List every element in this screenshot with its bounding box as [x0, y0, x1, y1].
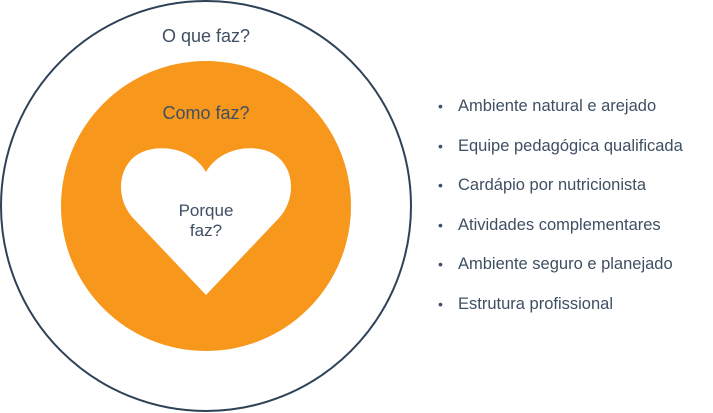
heart-label-line-2: faz?: [189, 221, 223, 240]
bullet-icon: •: [438, 98, 443, 114]
feature-text: Equipe pedagógica qualificada: [458, 136, 683, 155]
list-item: • Equipe pedagógica qualificada: [438, 134, 683, 174]
feature-text: Cardápio por nutricionista: [458, 176, 647, 194]
list-item: • Atividades complementares: [438, 213, 683, 253]
bullet-icon: •: [438, 137, 443, 154]
feature-list: • Ambiente natural e arejado • Equipe pe…: [438, 94, 683, 331]
outer-circle-label: O que faz?: [161, 26, 251, 46]
list-item: • Ambiente seguro e planejado: [438, 252, 683, 292]
feature-text: Ambiente natural e arejado: [458, 97, 657, 115]
heart-shape: [121, 148, 291, 295]
bullet-icon: •: [438, 216, 443, 233]
feature-text: Estrutura profissional: [458, 294, 613, 313]
bullet-icon: •: [438, 177, 443, 193]
heart-label-line-1: Porque: [178, 201, 234, 220]
bullet-icon: •: [438, 256, 443, 272]
middle-circle-label: Como faz?: [162, 103, 250, 123]
feature-text: Ambiente seguro e planejado: [458, 255, 673, 273]
heart-label: Porque faz?: [146, 201, 266, 241]
feature-text: Atividades complementares: [458, 215, 661, 234]
list-item: • Ambiente natural e arejado: [438, 94, 683, 134]
bullet-icon: •: [438, 295, 443, 312]
list-item: • Cardápio por nutricionista: [438, 173, 683, 213]
list-item: • Estrutura profissional: [438, 292, 683, 332]
